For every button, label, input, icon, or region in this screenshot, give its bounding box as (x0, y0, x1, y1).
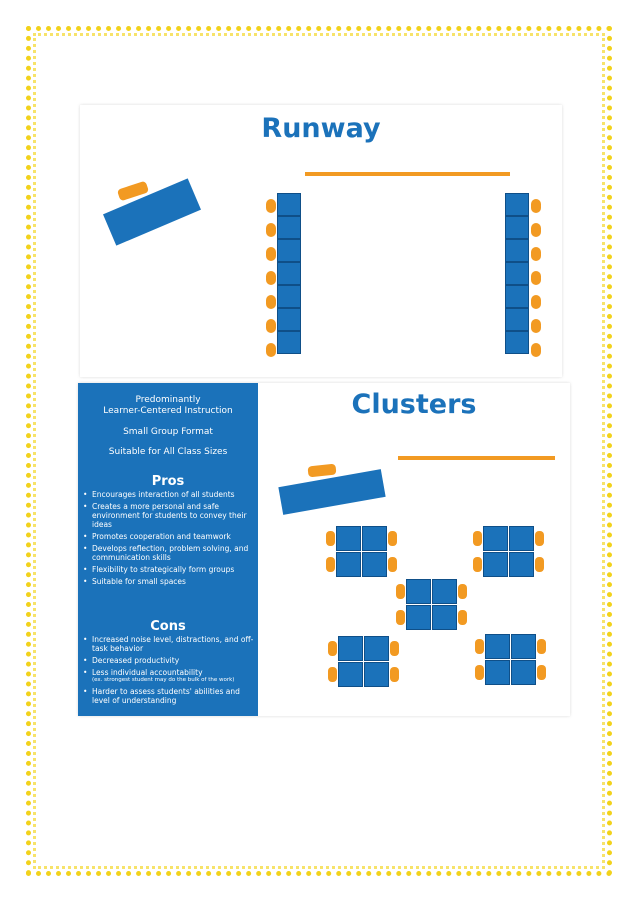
sidebar-line-2: Learner-Centered Instruction (103, 406, 233, 416)
pros-item: Develops reflection, problem solving, an… (82, 544, 256, 562)
clusters-sidebar: Predominantly Learner-Centered Instructi… (78, 383, 258, 716)
clusters-teacher-desk (278, 469, 386, 515)
runway-right-chairs (531, 195, 541, 363)
cons-item: Less individual accountability(ex. stron… (82, 668, 256, 684)
runway-panel: Runway (80, 105, 562, 377)
cons-item-text: Less individual accountability (92, 668, 203, 677)
cons-item: Harder to assess students' abilities and… (82, 687, 256, 705)
runway-right-desks (505, 193, 529, 354)
sidebar-line-3: Small Group Format (123, 427, 213, 437)
sidebar-line-1: Predominantly (135, 395, 201, 405)
clusters-board (398, 456, 555, 460)
pros-heading: Pros (151, 474, 185, 489)
cons-item: Decreased productivity (82, 656, 256, 665)
pros-item: Flexibility to strategically form groups (82, 565, 256, 574)
clusters-teacher-chair (307, 463, 337, 478)
pros-item: Promotes cooperation and teamwork (82, 532, 256, 541)
clusters-title: Clusters (351, 389, 477, 420)
sidebar-line-4: Suitable for All Class Sizes (108, 447, 228, 457)
pros-item: Encourages interaction of all students (82, 490, 256, 499)
pros-item: Suitable for small spaces (82, 577, 256, 586)
desk-cluster (473, 525, 547, 579)
pros-list: Encourages interaction of all students C… (82, 490, 256, 589)
desk-cluster (396, 578, 470, 632)
desk-cluster (326, 525, 400, 579)
desk-cluster (475, 633, 549, 687)
runway-left-chairs (266, 195, 276, 363)
runway-board (305, 172, 510, 176)
pros-item: Creates a more personal and safe environ… (82, 502, 256, 529)
cons-list: Increased noise level, distractions, and… (82, 635, 256, 708)
cons-item: Increased noise level, distractions, and… (82, 635, 256, 653)
runway-title: Runway (261, 113, 381, 144)
cons-heading: Cons (150, 619, 186, 634)
clusters-panel: Predominantly Learner-Centered Instructi… (78, 383, 570, 716)
desk-cluster (328, 635, 402, 689)
runway-left-desks (277, 193, 301, 354)
cons-note: (ex. strongest student may do the bulk o… (92, 677, 235, 683)
runway-teacher-desk (103, 178, 201, 246)
